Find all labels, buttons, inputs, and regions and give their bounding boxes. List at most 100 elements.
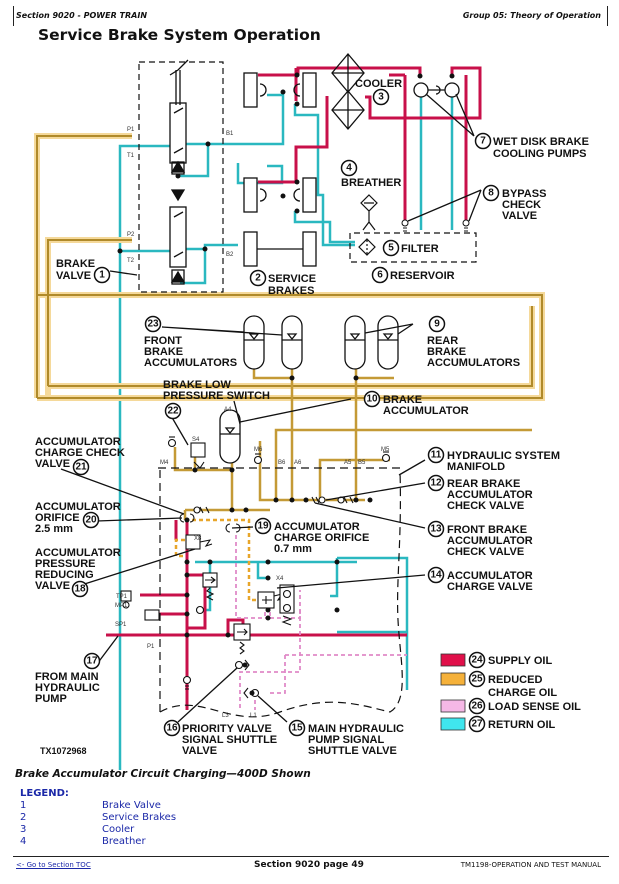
svg-text:PUMP: PUMP [35,693,67,705]
figure-caption: Brake Accumulator Circuit Charging—400D … [15,768,311,780]
svg-text:FILTER: FILTER [401,243,439,255]
svg-text:9: 9 [434,319,440,330]
port-s4: S4 [192,437,200,443]
svg-text:ACCUMULATOR: ACCUMULATOR [447,489,533,501]
port-m5: M5 [381,447,390,453]
svg-text:BREATHER: BREATHER [341,177,401,189]
svg-text:FROM MAIN: FROM MAIN [35,671,99,683]
brake-valve-boundary [138,61,224,293]
callout-4: 4 BREATHER [340,159,401,189]
svg-text:22: 22 [167,406,179,417]
svg-text:PRESSURE: PRESSURE [35,558,96,570]
port-a6: A6 [294,460,302,466]
cooling-pumps-symbol [413,82,460,98]
header-group: Group 05: Theory of Operation [462,11,601,20]
port-p1: P1 [127,127,135,133]
callout-7: 7 WET DISK BRAKE COOLING PUMPS [474,132,589,160]
color-key: 24 SUPPLY OIL 25 REDUCED CHARGE OIL 26 L… [440,651,581,733]
svg-text:CHECK: CHECK [502,199,541,211]
svg-text:VALVE: VALVE [502,210,537,222]
port-p1-main: P1 [147,644,155,650]
key-return-oil: 27 RETURN OIL [440,715,556,733]
svg-text:21: 21 [75,462,87,473]
port-p2: P2 [127,232,135,238]
svg-text:CHECK VALVE: CHECK VALVE [447,500,524,512]
page-title: Service Brake System Operation [38,26,321,44]
svg-text:14: 14 [430,570,442,581]
callout-17: 17 FROM MAIN HYDRAULIC PUMP [35,652,101,705]
callout-11: 11 HYDRAULIC SYSTEM MANIFOLD [427,446,560,473]
key-load-sense-oil: 26 LOAD SENSE OIL [440,697,581,715]
svg-text:WET DISK BRAKE: WET DISK BRAKE [493,136,589,148]
port-x8: X8 [194,536,202,542]
svg-text:ACCUMULATOR: ACCUMULATOR [274,521,360,533]
svg-text:6: 6 [377,270,383,281]
svg-text:15: 15 [291,723,303,734]
svg-text:SIGNAL SHUTTLE: SIGNAL SHUTTLE [182,734,277,746]
svg-text:BRAKE LOW: BRAKE LOW [163,379,231,391]
svg-text:26: 26 [471,701,483,712]
svg-text:BYPASS: BYPASS [502,188,546,200]
port-b2: B2 [226,252,234,258]
callout-1: BRAKE VALVE 1 [56,258,111,284]
svg-text:ACCUMULATOR: ACCUMULATOR [447,535,533,547]
bypass-check-valves [401,219,470,232]
svg-text:CHARGE ORIFICE: CHARGE ORIFICE [274,532,369,544]
junction-dots [117,72,455,696]
svg-text:12: 12 [430,478,442,489]
svg-text:BRAKE: BRAKE [427,346,466,358]
callout-18: ACCUMULATOR PRESSURE REDUCING VALVE 18 [35,547,121,598]
port-m6: M6 [254,447,263,453]
svg-text:27: 27 [471,719,483,730]
port-t1: T1 [127,153,135,159]
brake-valve-symbol [169,59,189,285]
callout-6: 6 RESERVOIR [371,266,455,284]
legend-item: 2 Service Brakes [20,812,177,823]
callout-8: 8 BYPASS CHECK VALVE [482,184,546,222]
svg-text:VALVE: VALVE [56,270,91,282]
page-number: Section 9020 page 49 [254,860,364,870]
key-reduced-charge-oil: 25 REDUCED CHARGE OIL [440,670,557,699]
manual-title: TM1198-OPERATION AND TEST MANUAL [460,861,601,869]
legend-item: 1 Brake Valve [20,800,161,811]
port-x4: X4 [276,576,284,582]
callout-22: BRAKE LOW PRESSURE SWITCH 22 [163,379,270,420]
legend-title: LEGEND: [20,788,69,799]
svg-text:PRIORITY VALVE: PRIORITY VALVE [182,723,272,735]
section-toc-link[interactable]: <- Go to Section TOC [16,861,91,869]
header-section: Section 9020 - POWER TRAIN [16,11,148,20]
cooler-symbol [331,52,365,131]
callout-16: 16 PRIORITY VALVE SIGNAL SHUTTLE VALVE [163,719,277,757]
legend-item: 4 Breather [20,836,146,847]
callout-19: 19 ACCUMULATOR CHARGE ORIFICE 0.7 mm [254,517,369,555]
svg-text:FRONT BRAKE: FRONT BRAKE [447,524,527,536]
svg-text:11: 11 [431,450,442,461]
svg-text:8: 8 [488,188,494,199]
port-a4: A4 [224,407,232,413]
header-rule-left [13,6,14,26]
svg-text:SHUTTLE VALVE: SHUTTLE VALVE [308,745,397,757]
port-mp1: MP1 [115,603,128,609]
port-b1: B1 [226,131,234,137]
service-brakes-symbol [243,72,317,267]
svg-text:RETURN OIL: RETURN OIL [488,719,556,731]
svg-text:2.5 mm: 2.5 mm [35,523,73,535]
port-l3: L3 [222,713,229,719]
port-sp1: SP1 [115,622,127,628]
legend-list: 1 Brake Valve 2 Service Brakes 3 Cooler … [20,800,176,848]
reservoir-boundary [349,232,477,263]
svg-text:MAIN HYDRAULIC: MAIN HYDRAULIC [308,723,404,735]
svg-text:4: 4 [346,163,352,174]
figure-id: TX1072968 [40,746,87,756]
callout-2: 2 SERVICE BRAKES [249,269,316,297]
callout-14: 14 ACCUMULATOR CHARGE VALVE [427,566,533,593]
manifold-components [120,436,391,699]
svg-text:BRAKES: BRAKES [268,285,314,297]
port-t2: T2 [127,258,135,264]
svg-text:CHARGE CHECK: CHARGE CHECK [35,447,125,459]
svg-text:VALVE: VALVE [35,458,70,470]
svg-text:REAR: REAR [427,335,458,347]
svg-text:MANIFOLD: MANIFOLD [447,461,505,473]
svg-text:ACCUMULATOR: ACCUMULATOR [35,436,121,448]
port-b6: B6 [278,460,286,466]
